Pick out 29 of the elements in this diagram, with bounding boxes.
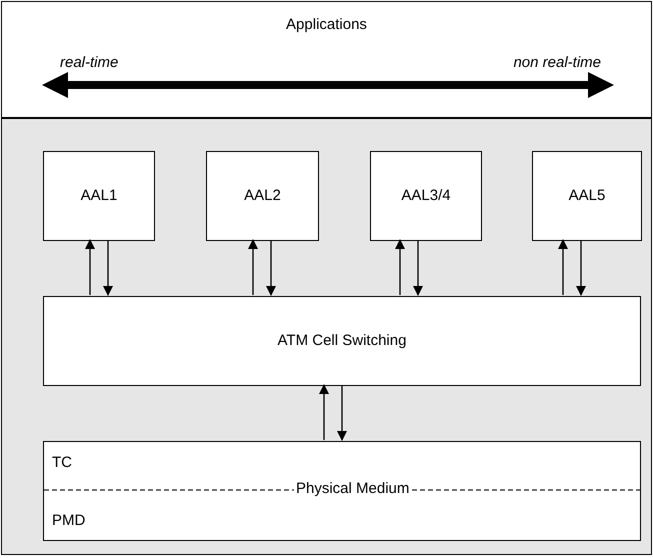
layer-title: Applications: [285, 15, 368, 35]
layer-box: [1, 1, 652, 118]
box-label: AAL3/4: [401, 186, 451, 206]
layer-box: [532, 151, 642, 241]
box-label: ATM Cell Switching: [278, 330, 406, 351]
direction-label: real-time: [60, 53, 118, 73]
layer-box: [43, 296, 641, 386]
box-label: AAL2: [244, 186, 281, 206]
arrow: [103, 240, 113, 296]
arrow: [266, 240, 276, 296]
arrow: [413, 240, 423, 296]
arrow: [248, 239, 258, 295]
layer-box: [43, 151, 155, 241]
arrow: [85, 239, 95, 295]
arrow: [395, 239, 405, 295]
arrow: [558, 239, 568, 295]
layer-panel: [1, 118, 652, 555]
sublayer-label: TC: [52, 453, 72, 473]
box-label: AAL5: [568, 186, 606, 206]
arrow: [337, 385, 347, 441]
arrow: [319, 384, 329, 440]
direction-label: non real-time: [513, 53, 601, 73]
layer-box: [43, 441, 641, 541]
layer-box: [206, 151, 319, 241]
layer-title: Physical Medium: [294, 479, 412, 499]
layer-box: [370, 151, 482, 241]
box-label: AAL1: [80, 186, 118, 206]
arrow: [576, 240, 586, 296]
sublayer-label: PMD: [52, 511, 86, 531]
